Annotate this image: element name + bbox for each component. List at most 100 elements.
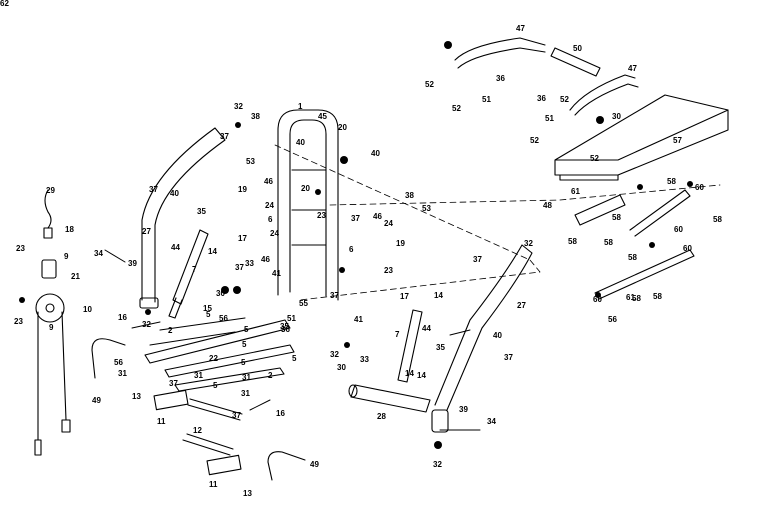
seat bbox=[554, 94, 729, 176]
part-label: 58 bbox=[667, 177, 676, 186]
part-label: 56 bbox=[114, 358, 123, 367]
part-label: 38 bbox=[251, 112, 260, 121]
part-label: 6 bbox=[268, 215, 273, 224]
part-label: 22 bbox=[209, 354, 218, 363]
part-label: 52 bbox=[452, 104, 461, 113]
right-shock-absorber bbox=[397, 309, 423, 383]
part-label: 32 bbox=[330, 350, 339, 359]
part-label: 23 bbox=[384, 266, 393, 275]
part-label: 23 bbox=[16, 244, 25, 253]
part-label: 50 bbox=[573, 44, 582, 53]
part-label: 58 bbox=[604, 238, 613, 247]
part-label: 58 bbox=[568, 237, 577, 246]
part-label: 37 bbox=[330, 291, 339, 300]
part-label: 30 bbox=[612, 112, 621, 121]
part-label: 49 bbox=[310, 460, 319, 469]
part-label: 7 bbox=[395, 330, 400, 339]
part-label: 17 bbox=[400, 292, 409, 301]
part-label: 14 bbox=[417, 371, 426, 380]
part-label: 62 bbox=[0, 0, 9, 8]
part-label: 16 bbox=[118, 313, 127, 322]
seat-rod bbox=[574, 194, 626, 226]
part-label: 11 bbox=[157, 417, 166, 426]
bracket bbox=[41, 259, 57, 279]
part-label: 5 bbox=[242, 340, 247, 349]
part-label: 5 bbox=[244, 325, 249, 334]
part-label: 30 bbox=[337, 363, 346, 372]
main-frame bbox=[277, 109, 339, 301]
part-label: 34 bbox=[487, 417, 496, 426]
part-label: 53 bbox=[422, 204, 431, 213]
part-label: 9 bbox=[49, 323, 54, 332]
part-label: 5 bbox=[292, 354, 297, 363]
part-label: 37 bbox=[473, 255, 482, 264]
part-label: 37 bbox=[351, 214, 360, 223]
part-label: 11 bbox=[209, 480, 218, 489]
part-label: 58 bbox=[713, 215, 722, 224]
part-label: 41 bbox=[272, 269, 281, 278]
part-label: 47 bbox=[516, 24, 525, 33]
part-label: 40 bbox=[493, 331, 502, 340]
part-label: 6 bbox=[349, 245, 354, 254]
part-label: 47 bbox=[628, 64, 637, 73]
part-label: 33 bbox=[360, 355, 369, 364]
part-label: 31 bbox=[194, 371, 203, 380]
part-label: 18 bbox=[65, 225, 74, 234]
part-label: 14 bbox=[405, 369, 414, 378]
part-label: 46 bbox=[373, 212, 382, 221]
part-label: 35 bbox=[197, 207, 206, 216]
part-label: 56 bbox=[219, 314, 228, 323]
part-label: 46 bbox=[264, 177, 273, 186]
part-label: 41 bbox=[354, 315, 363, 324]
part-label: 15 bbox=[203, 304, 212, 313]
part-label: 48 bbox=[543, 201, 552, 210]
part-label: 5 bbox=[213, 381, 218, 390]
part-label: 40 bbox=[296, 138, 305, 147]
part-label: 40 bbox=[371, 149, 380, 158]
left-upright bbox=[141, 127, 226, 303]
part-label: 31 bbox=[241, 389, 250, 398]
part-label: 7 bbox=[192, 265, 197, 274]
part-label: 61 bbox=[626, 293, 635, 302]
base-rail-right bbox=[164, 344, 295, 378]
part-label: 60 bbox=[674, 225, 683, 234]
part-label: 39 bbox=[459, 405, 468, 414]
part-label: 39 bbox=[128, 259, 137, 268]
assembly-guide-line bbox=[274, 144, 541, 301]
part-label: 37 bbox=[235, 263, 244, 272]
part-label: 49 bbox=[92, 396, 101, 405]
part-label: 34 bbox=[94, 249, 103, 258]
part-label: 37 bbox=[220, 132, 229, 141]
part-label: 58 bbox=[612, 213, 621, 222]
part-label: 24 bbox=[384, 219, 393, 228]
part-label: 60 bbox=[695, 183, 704, 192]
part-label: 56 bbox=[608, 315, 617, 324]
part-label: 23 bbox=[317, 211, 326, 220]
part-label: 37 bbox=[149, 185, 158, 194]
part-label: 58 bbox=[632, 294, 641, 303]
part-label: 23 bbox=[14, 317, 23, 326]
base-rail-left bbox=[144, 319, 291, 364]
part-label: 21 bbox=[71, 272, 80, 281]
part-label: 52 bbox=[530, 136, 539, 145]
part-label: 5 bbox=[206, 310, 211, 319]
hook-left bbox=[91, 338, 126, 379]
part-label: 14 bbox=[208, 247, 217, 256]
part-label: 31 bbox=[118, 369, 127, 378]
part-label: 52 bbox=[560, 95, 569, 104]
part-label: 24 bbox=[270, 229, 279, 238]
part-label: 19 bbox=[396, 239, 405, 248]
part-label: 52 bbox=[590, 154, 599, 163]
part-label: 36 bbox=[537, 94, 546, 103]
part-label: 60 bbox=[593, 295, 602, 304]
part-label: 12 bbox=[193, 426, 202, 435]
part-label: 37 bbox=[232, 411, 241, 420]
part-label: 58 bbox=[653, 292, 662, 301]
part-label: 51 bbox=[287, 314, 296, 323]
part-label: 17 bbox=[238, 234, 247, 243]
part-label: 32 bbox=[234, 102, 243, 111]
part-label: 10 bbox=[83, 305, 92, 314]
lower-bar bbox=[350, 384, 431, 413]
part-label: 52 bbox=[425, 80, 434, 89]
